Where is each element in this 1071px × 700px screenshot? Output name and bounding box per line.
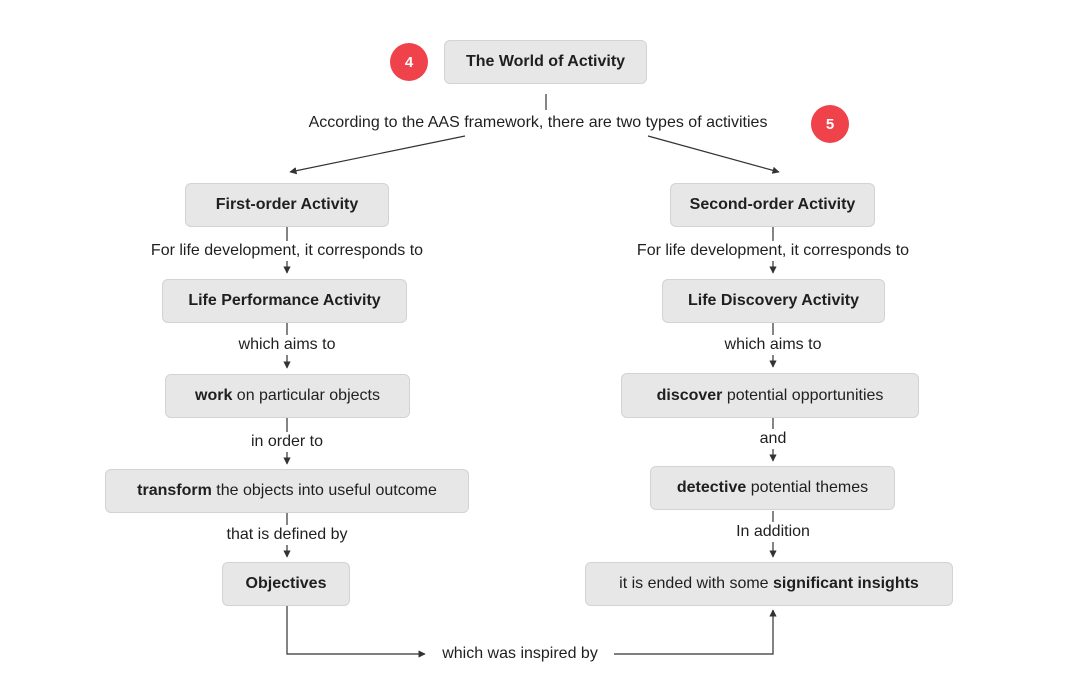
root-title: The World of Activity bbox=[465, 53, 626, 70]
step-badge-4: 4 bbox=[390, 43, 428, 81]
transform-node-text: transform the objects into useful outcom… bbox=[137, 482, 437, 500]
right-relation-and: and bbox=[755, 429, 791, 449]
detective-rest: potential themes bbox=[746, 479, 869, 496]
framework-label: According to the AAS framework, there ar… bbox=[304, 113, 772, 133]
bottom-relation-inspired: which was inspired by bbox=[436, 644, 604, 664]
discover-node[interactable]: discover potential opportunities bbox=[621, 373, 919, 418]
second-order-title: Second-order Activity bbox=[689, 196, 856, 213]
insights-prefix: it is ended with some bbox=[619, 575, 774, 592]
right-relation-corresponds: For life development, it corresponds to bbox=[632, 241, 914, 261]
transform-keyword: transform bbox=[137, 482, 212, 499]
detective-keyword: detective bbox=[676, 479, 747, 496]
transform-node[interactable]: transform the objects into useful outcom… bbox=[105, 469, 469, 513]
insights-node-text: it is ended with some significant insigh… bbox=[619, 575, 919, 593]
objectives-node[interactable]: Objectives bbox=[222, 562, 350, 606]
left-relation-aims: which aims to bbox=[234, 335, 340, 355]
second-order-activity-node[interactable]: Second-order Activity bbox=[670, 183, 875, 227]
discover-node-text: discover potential opportunities bbox=[657, 387, 884, 405]
work-keyword: work bbox=[195, 387, 233, 404]
discover-keyword: discover bbox=[656, 386, 723, 404]
life-performance-title: Life Performance Activity bbox=[188, 292, 381, 309]
right-relation-addition: In addition bbox=[732, 522, 814, 542]
left-relation-defined: that is defined by bbox=[222, 525, 352, 545]
first-order-title: First-order Activity bbox=[215, 196, 359, 213]
detective-node-text: detective potential themes bbox=[677, 479, 868, 497]
objectives-title: Objectives bbox=[245, 575, 327, 592]
work-node[interactable]: work on particular objects bbox=[165, 374, 410, 418]
life-performance-node[interactable]: Life Performance Activity bbox=[162, 279, 407, 323]
life-discovery-title: Life Discovery Activity bbox=[687, 292, 860, 309]
left-relation-corresponds: For life development, it corresponds to bbox=[146, 241, 428, 261]
insights-keyword: significant insights bbox=[773, 575, 919, 592]
first-order-activity-node[interactable]: First-order Activity bbox=[185, 183, 389, 227]
step-badge-5: 5 bbox=[811, 105, 849, 143]
detective-node[interactable]: detective potential themes bbox=[650, 466, 895, 510]
work-rest: on particular objects bbox=[232, 387, 380, 404]
work-node-text: work on particular objects bbox=[195, 387, 380, 405]
transform-rest: the objects into useful outcome bbox=[211, 482, 437, 499]
significant-insights-node[interactable]: it is ended with some significant insigh… bbox=[585, 562, 953, 606]
discover-rest: potential opportunities bbox=[722, 386, 884, 404]
left-relation-order: in order to bbox=[246, 432, 328, 452]
root-node[interactable]: The World of Activity bbox=[444, 40, 647, 84]
life-discovery-node[interactable]: Life Discovery Activity bbox=[662, 279, 885, 323]
right-relation-aims: which aims to bbox=[720, 335, 826, 355]
